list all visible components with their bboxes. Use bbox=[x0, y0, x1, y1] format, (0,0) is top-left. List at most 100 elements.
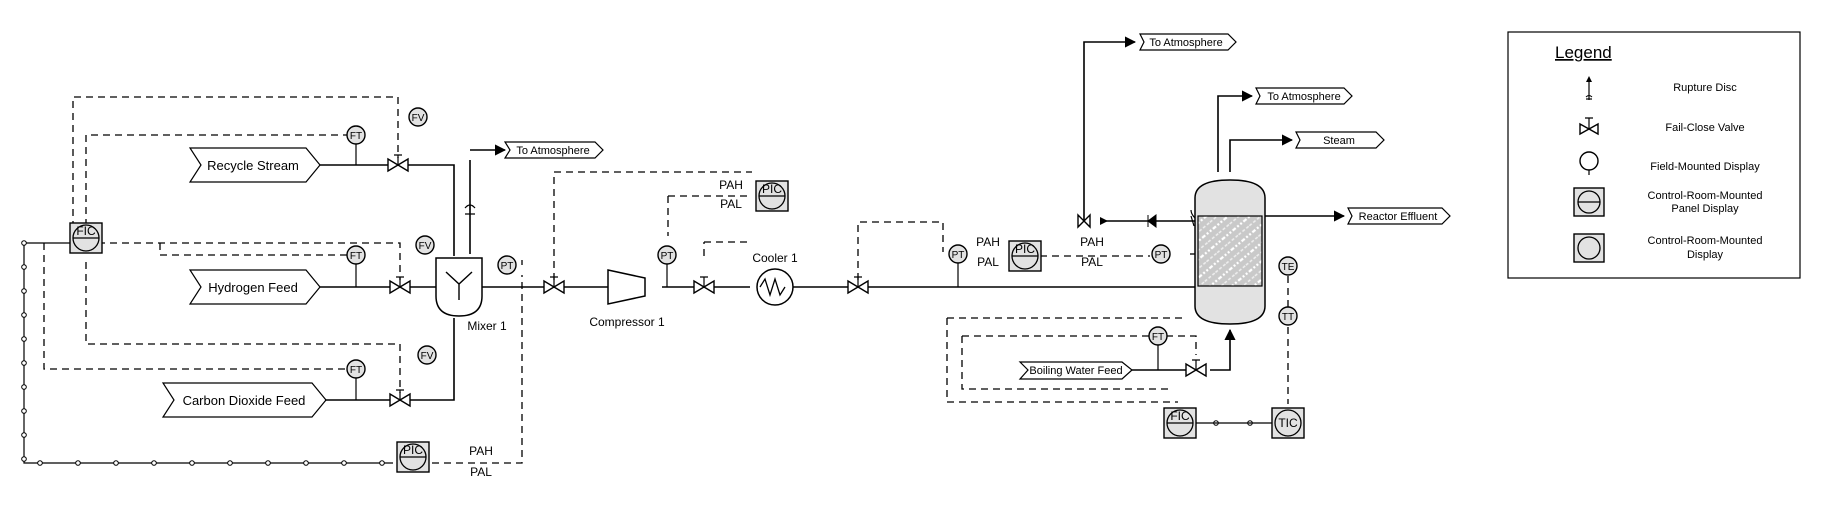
svg-text:Mixer 1: Mixer 1 bbox=[467, 319, 507, 333]
svg-text:PAH: PAH bbox=[976, 235, 1000, 249]
svg-text:Control-Room-Mounted: Control-Room-Mounted bbox=[1648, 235, 1763, 247]
signal-dot bbox=[21, 288, 27, 294]
pic-mixer: PIC bbox=[396, 441, 430, 473]
pressure-control-valve-2 bbox=[693, 276, 715, 295]
reactor-vessel bbox=[1194, 179, 1266, 325]
ft-co2: FT bbox=[346, 359, 366, 400]
svg-text:Carbon Dioxide Feed: Carbon Dioxide Feed bbox=[183, 393, 306, 408]
signal-dot bbox=[265, 460, 271, 466]
pic-mixer-label: PIC bbox=[403, 443, 423, 457]
tt-reactor-label: TT bbox=[1282, 312, 1294, 323]
legend-box: Legend Rupture Disc Fail-Close Valve Fie… bbox=[1507, 31, 1801, 279]
svg-text:Field-Mounted Display: Field-Mounted Display bbox=[1650, 161, 1760, 173]
signal-dot bbox=[75, 460, 81, 466]
signal-lines bbox=[43, 96, 1289, 464]
pt-reactor: PT bbox=[1151, 244, 1171, 264]
legend-field-mounted-display-icon bbox=[1579, 151, 1599, 175]
signal-dot bbox=[379, 460, 385, 466]
svg-text:To Atmosphere: To Atmosphere bbox=[1267, 91, 1340, 103]
signal-dot bbox=[151, 460, 157, 466]
legend-panel-display-icon bbox=[1573, 187, 1605, 217]
pic-compressor: PIC bbox=[755, 180, 789, 212]
pic-compressor-label: PIC bbox=[762, 182, 782, 196]
legend-control-room-display-icon bbox=[1573, 233, 1605, 263]
ft-boiling-water-label: FT bbox=[1152, 332, 1164, 343]
svg-text:Recycle Stream: Recycle Stream bbox=[207, 158, 299, 173]
svg-text:PAH: PAH bbox=[719, 178, 743, 192]
ft-boiling-water: FT bbox=[1148, 326, 1168, 370]
svg-text:Compressor 1: Compressor 1 bbox=[589, 315, 665, 329]
pic-reactor: PIC bbox=[1008, 240, 1042, 272]
pt-mixer-label: PT bbox=[501, 261, 514, 272]
svg-text:Panel Display: Panel Display bbox=[1671, 203, 1739, 215]
svg-text:PAH: PAH bbox=[469, 444, 493, 458]
svg-text:Rupture Disc: Rupture Disc bbox=[1673, 82, 1737, 94]
signal-dot bbox=[37, 460, 43, 466]
fic-feed: FIC bbox=[69, 222, 103, 254]
process-lines bbox=[320, 36, 1346, 401]
svg-text:PAL: PAL bbox=[470, 465, 492, 479]
signal-dot bbox=[21, 432, 27, 438]
rupture-disc-reactor bbox=[1190, 209, 1196, 227]
pressure-control-valve-1 bbox=[543, 276, 565, 295]
pt-compressor: PT bbox=[657, 245, 677, 287]
boiling-water-feed-tag: Boiling Water Feed bbox=[1018, 361, 1133, 380]
signal-dot bbox=[303, 460, 309, 466]
fv-co2: FV bbox=[417, 345, 437, 365]
electric-signal-line bbox=[21, 240, 1273, 466]
alarm-labels: PAH PAL PAH PAL PAH PAL PAH PAL bbox=[469, 178, 1104, 479]
svg-text:Reactor Effluent: Reactor Effluent bbox=[1359, 211, 1438, 223]
pt-reactor-label: PT bbox=[1155, 250, 1168, 261]
svg-text:PAL: PAL bbox=[720, 197, 742, 211]
co2-control-valve bbox=[389, 389, 411, 408]
te-reactor-label: TE bbox=[1282, 262, 1295, 273]
svg-text:Cooler 1: Cooler 1 bbox=[752, 251, 798, 265]
svg-text:Control-Room-Mounted: Control-Room-Mounted bbox=[1648, 190, 1763, 202]
fv-hydrogen: FV bbox=[415, 235, 435, 255]
fic-feed-label: FIC bbox=[76, 224, 96, 238]
ft-hydrogen-label: FT bbox=[350, 251, 362, 262]
signal-dot bbox=[21, 384, 27, 390]
signal-dot bbox=[21, 264, 27, 270]
signal-dots bbox=[21, 240, 1253, 466]
fic-boiling-water-label: FIC bbox=[1170, 409, 1190, 423]
tic-reactor-label: TIC bbox=[1278, 416, 1298, 430]
legend-title: Legend bbox=[1555, 43, 1612, 62]
vent-fail-close-valve bbox=[1077, 213, 1091, 229]
steam-tag: Steam bbox=[1295, 131, 1385, 149]
fv-hydrogen-label: FV bbox=[419, 241, 432, 252]
rupture-disc-mixer bbox=[464, 204, 476, 215]
svg-text:Boiling Water Feed: Boiling Water Feed bbox=[1029, 365, 1122, 377]
hydrogen-control-valve bbox=[389, 276, 411, 295]
tt-reactor: TT bbox=[1278, 306, 1298, 326]
tic-reactor: TIC bbox=[1271, 407, 1305, 439]
signal-dot bbox=[21, 360, 27, 366]
boiling-water-control-valve bbox=[1185, 359, 1207, 378]
svg-text:Steam: Steam bbox=[1323, 135, 1355, 147]
cooler: Cooler 1 bbox=[752, 251, 798, 306]
svg-text:PAH: PAH bbox=[1080, 235, 1104, 249]
signal-dot bbox=[21, 456, 27, 462]
compressor: Compressor 1 bbox=[589, 269, 665, 329]
signal-dot bbox=[113, 460, 119, 466]
pt-cooler-label: PT bbox=[952, 250, 965, 261]
fic-boiling-water: FIC bbox=[1163, 407, 1197, 439]
svg-text:To Atmosphere: To Atmosphere bbox=[516, 145, 589, 157]
svg-text:Hydrogen Feed: Hydrogen Feed bbox=[208, 280, 298, 295]
pt-compressor-label: PT bbox=[661, 251, 674, 262]
recycle-control-valve bbox=[387, 154, 409, 173]
pic-reactor-label: PIC bbox=[1015, 242, 1035, 256]
legend-fail-close-valve-icon bbox=[1579, 117, 1599, 136]
to-atmosphere-tag-2: To Atmosphere bbox=[1139, 33, 1237, 51]
fv-recycle: FV bbox=[408, 107, 428, 127]
signal-dot bbox=[21, 240, 27, 246]
to-atmosphere-tag-1: To Atmosphere bbox=[503, 141, 604, 159]
signal-dot bbox=[189, 460, 195, 466]
svg-text:PAL: PAL bbox=[1081, 255, 1103, 269]
signal-dot bbox=[21, 336, 27, 342]
valve-group bbox=[387, 154, 1207, 408]
svg-text:PAL: PAL bbox=[977, 255, 999, 269]
mixer-vessel: Mixer 1 bbox=[435, 257, 507, 333]
hydrogen-feed-tag: Hydrogen Feed bbox=[188, 269, 321, 305]
signal-dot bbox=[21, 312, 27, 318]
